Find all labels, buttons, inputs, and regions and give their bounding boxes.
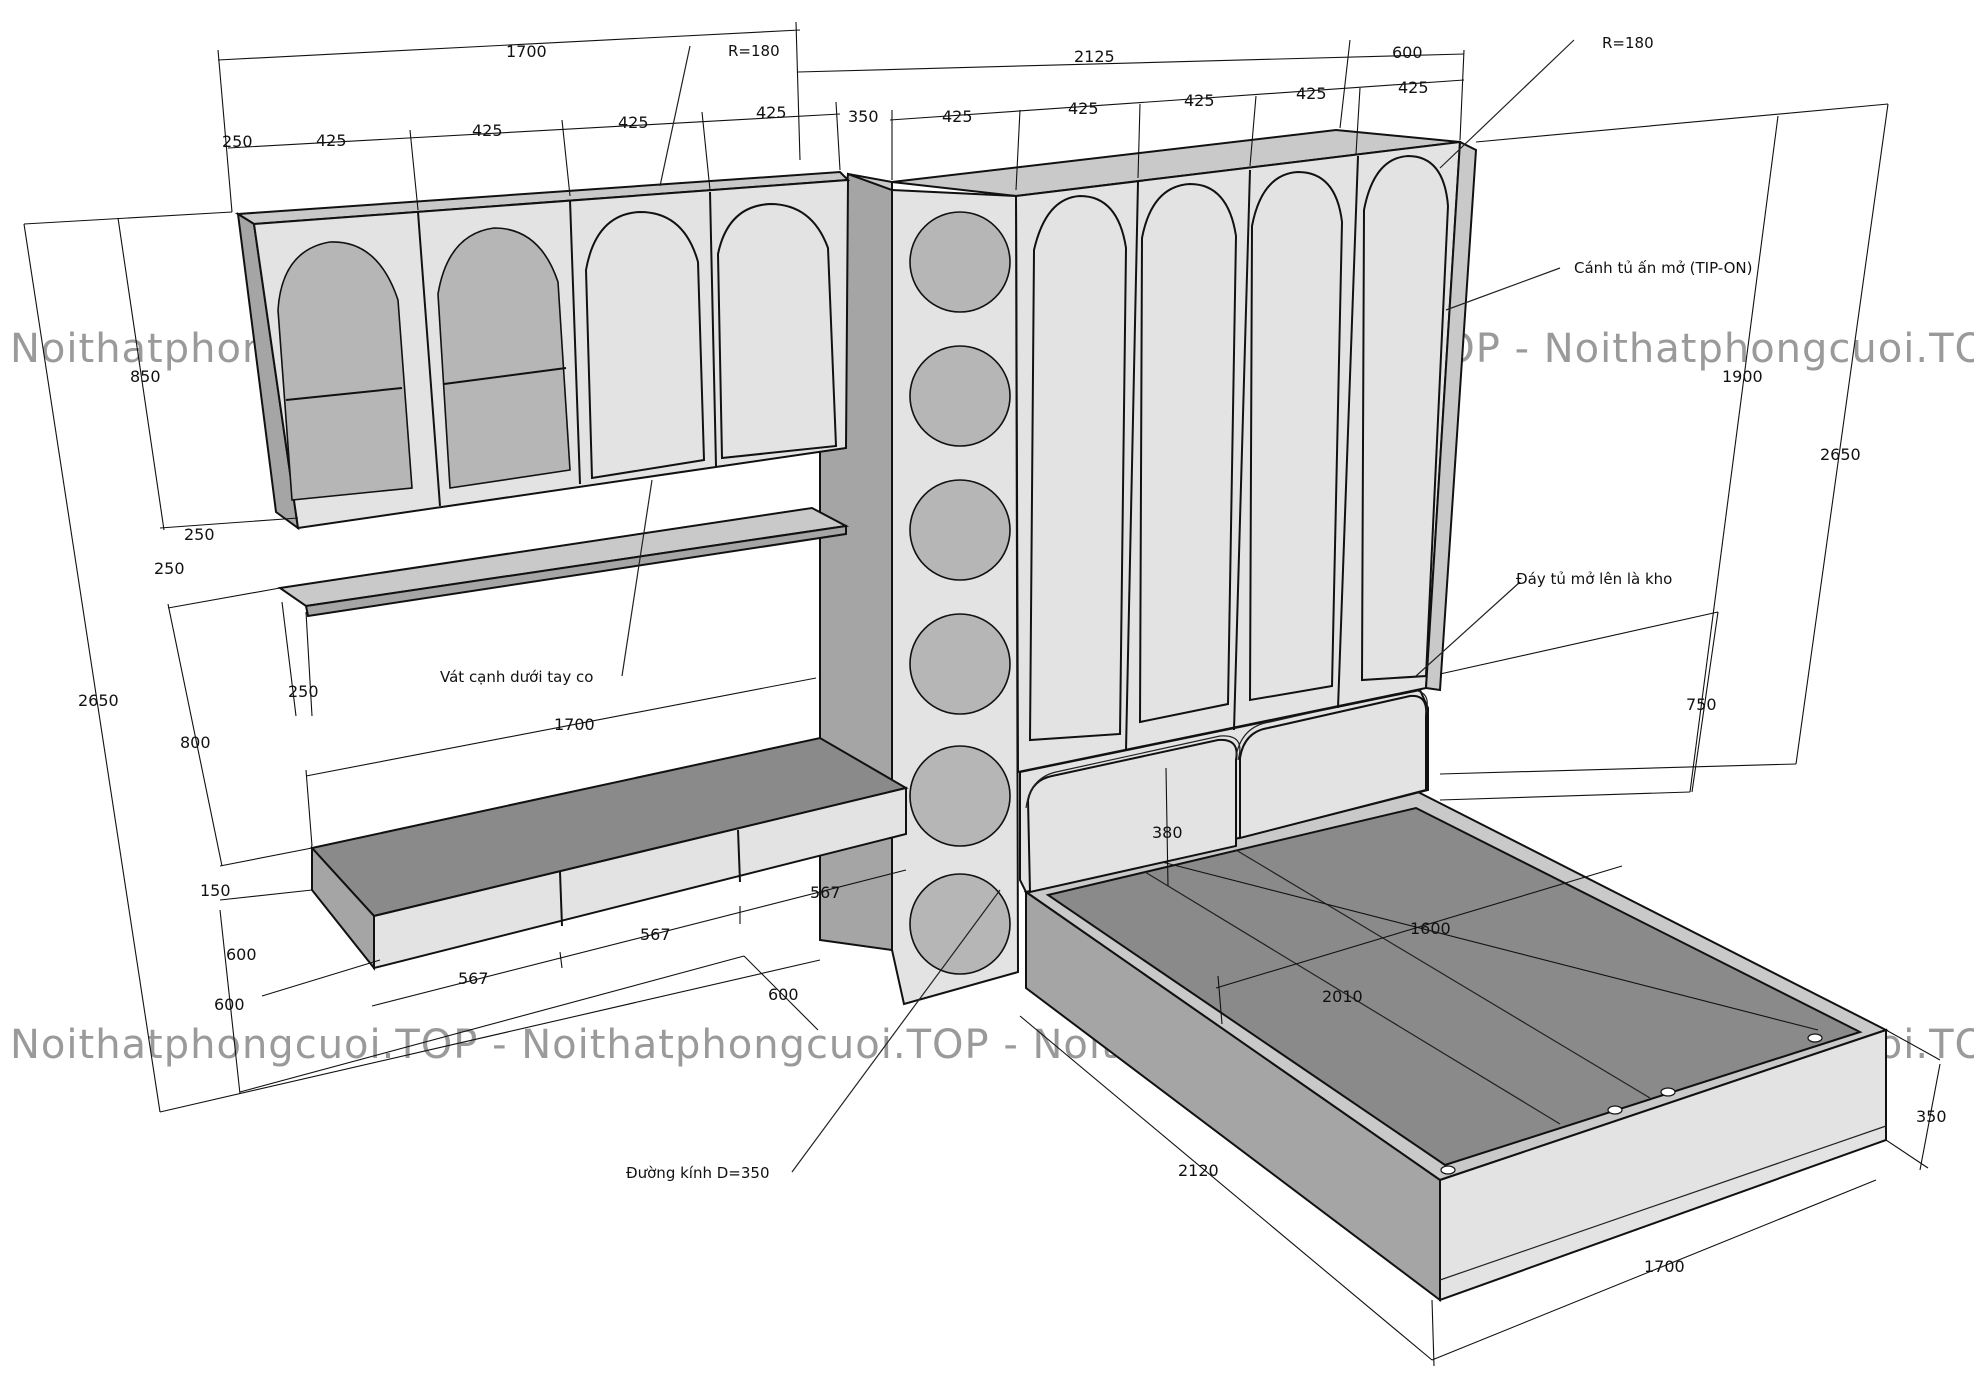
dim-top-right-depth: 600 <box>1392 43 1423 62</box>
round-shelf-column <box>819 172 1020 1006</box>
desk-front <box>373 786 907 970</box>
dim-top-right-seg1: 425 <box>942 107 973 126</box>
annotations: R=180 R=180 Cánh tủ ấn mở (TIP-ON) Đáy t… <box>440 34 1753 1182</box>
round-niches <box>909 211 1011 975</box>
dim-desk-width: 1700 <box>554 715 595 734</box>
dim-gap-to-shelf: 250 <box>154 559 185 578</box>
round-niche-4 <box>909 613 1011 715</box>
dim-right-total-height: 2650 <box>1820 445 1861 464</box>
dim-bed-inner-width: 1600 <box>1410 919 1451 938</box>
note-diameter: Đường kính D=350 <box>626 1164 770 1182</box>
shelf-top <box>277 506 850 608</box>
dim-wardrobe-height: 1900 <box>1722 367 1763 386</box>
note-bevel-handle: Vát cạnh dưới tay co <box>440 668 593 686</box>
leader-lines <box>621 39 1575 1173</box>
dim-drawer-2: 567 <box>640 925 671 944</box>
dim-top-column: 350 <box>848 107 879 126</box>
floating-shelf <box>277 506 850 618</box>
note-storage-base: Đáy tủ mở lên là kho <box>1516 570 1672 588</box>
storage-bed <box>1023 790 1889 1303</box>
dim-top-right-seg5: 425 <box>1398 78 1429 97</box>
headboard-pad-right <box>1239 694 1428 840</box>
dim-top-left-edge: 250 <box>222 132 253 151</box>
wardrobe-door-3 <box>1248 170 1344 702</box>
dim-top-right-seg2: 425 <box>1068 99 1099 118</box>
dim-side-depth: 600 <box>768 985 799 1004</box>
dim-drawer-3: 567 <box>810 883 841 902</box>
wardrobe-side <box>1424 140 1478 692</box>
bed-deck <box>1045 806 1863 1167</box>
dim-bed-inner-length: 2010 <box>1322 987 1363 1006</box>
dim-bed-height: 350 <box>1916 1107 1947 1126</box>
open-niche-1 <box>277 241 413 501</box>
dim-left-total-height: 2650 <box>78 691 119 710</box>
wardrobe-door-4 <box>1360 154 1450 682</box>
wardrobe-door-1 <box>1028 194 1128 742</box>
round-niche-6 <box>909 873 1011 975</box>
dimension-labels: 1700 2125 600 250 425 425 425 425 350 42… <box>78 42 1947 1276</box>
dim-shelf-depth: 250 <box>288 682 319 701</box>
desk <box>310 736 909 971</box>
round-niche-5 <box>909 745 1011 847</box>
dim-top-right-seg4: 425 <box>1296 84 1327 103</box>
round-niche-1 <box>909 211 1011 313</box>
dim-headboard-height: 750 <box>1686 695 1717 714</box>
dim-top-mid-width: 2125 <box>1074 47 1115 66</box>
dimension-lines <box>23 21 1941 1367</box>
dim-top-left-seg2: 425 <box>472 121 503 140</box>
dim-bed-length: 2120 <box>1178 1161 1219 1180</box>
dim-top-left-seg3: 425 <box>618 113 649 132</box>
dim-top-left-seg4: 425 <box>756 103 787 122</box>
dim-headboard-pad: 380 <box>1152 823 1183 842</box>
note-tip-on-door: Cánh tủ ấn mở (TIP-ON) <box>1574 259 1753 277</box>
wardrobe-door-2 <box>1138 182 1238 724</box>
dim-desk-thickness: 150 <box>200 881 231 900</box>
dim-bed-width: 1700 <box>1644 1257 1685 1276</box>
open-niche-2 <box>437 227 571 489</box>
upper-cabinet-door-1 <box>584 210 706 480</box>
dim-upper-cabinet-depth: 250 <box>184 525 215 544</box>
wardrobe <box>891 128 1478 774</box>
upper-cabinet-door-2 <box>716 202 838 460</box>
dim-upper-cabinet-height: 850 <box>130 367 161 386</box>
dim-desk-left-600: 600 <box>214 995 245 1014</box>
note-radius-left: R=180 <box>728 42 780 60</box>
shelf-edge <box>304 524 847 618</box>
dim-desk-depth: 600 <box>226 945 257 964</box>
dim-gap-to-desk: 800 <box>180 733 211 752</box>
dim-top-right-seg3: 425 <box>1184 91 1215 110</box>
round-niche-2 <box>909 345 1011 447</box>
dim-drawer-1: 567 <box>458 969 489 988</box>
dim-top-left-width: 1700 <box>506 42 547 61</box>
round-niche-3 <box>909 479 1011 581</box>
headboard <box>1019 688 1429 894</box>
dim-top-left-seg1: 425 <box>316 131 347 150</box>
upper-wall-cabinet <box>234 170 851 531</box>
note-radius-right: R=180 <box>1602 34 1654 52</box>
